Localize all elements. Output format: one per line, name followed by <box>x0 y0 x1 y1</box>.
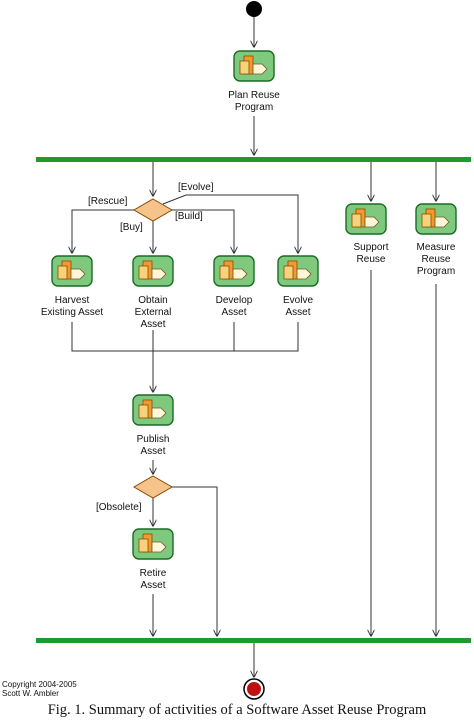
guard-evolve: [Evolve] <box>178 182 214 193</box>
evolve-asset-icon <box>277 255 319 287</box>
harvest-existing-asset-label: Harvest Existing Asset <box>40 295 104 318</box>
measure-reuse-program-icon <box>415 203 457 235</box>
support-reuse-icon <box>345 203 387 235</box>
figure-caption: Fig. 1. Summary of activities of a Softw… <box>47 702 427 718</box>
support-reuse-label: Support Reuse <box>353 242 389 265</box>
obtain-external-asset-label: Obtain External Asset <box>134 295 172 330</box>
guard-buy: [Buy] <box>120 222 143 233</box>
flow-rescue <box>72 209 134 253</box>
guard-build: [Build] <box>175 211 203 222</box>
final-node-inner <box>247 682 261 696</box>
plan-reuse-program-label: Plan Reuse Program <box>228 90 280 113</box>
fork-bar <box>36 157 471 162</box>
retire-asset-icon <box>132 528 174 560</box>
guard-obsolete: [Obsolete] <box>96 502 142 513</box>
harvest-existing-asset-icon <box>51 255 93 287</box>
copyright-notice: Copyright 2004-2005 Scott W. Ambler <box>2 680 77 698</box>
develop-asset-icon <box>213 255 255 287</box>
retire-asset-label: Retire Asset <box>139 568 167 591</box>
flow-evolve <box>162 194 298 253</box>
flow-not-obsolete <box>172 486 217 636</box>
initial-node <box>246 1 262 17</box>
publish-asset-label: Publish Asset <box>136 434 170 457</box>
measure-reuse-program-label: Measure Reuse Program <box>416 242 456 277</box>
merge-evolve <box>234 322 299 352</box>
evolve-asset-label: Evolve Asset <box>282 295 313 318</box>
decision-obsolete <box>133 475 173 499</box>
develop-asset-label: Develop Asset <box>215 295 253 318</box>
guard-rescue: [Rescue] <box>88 196 128 207</box>
join-bar <box>36 638 471 643</box>
merge-harvest-obtain <box>71 322 153 352</box>
publish-asset-icon <box>132 394 174 426</box>
flow-build <box>172 209 234 253</box>
plan-reuse-program-icon <box>233 50 275 82</box>
obtain-external-asset-icon <box>132 255 174 287</box>
